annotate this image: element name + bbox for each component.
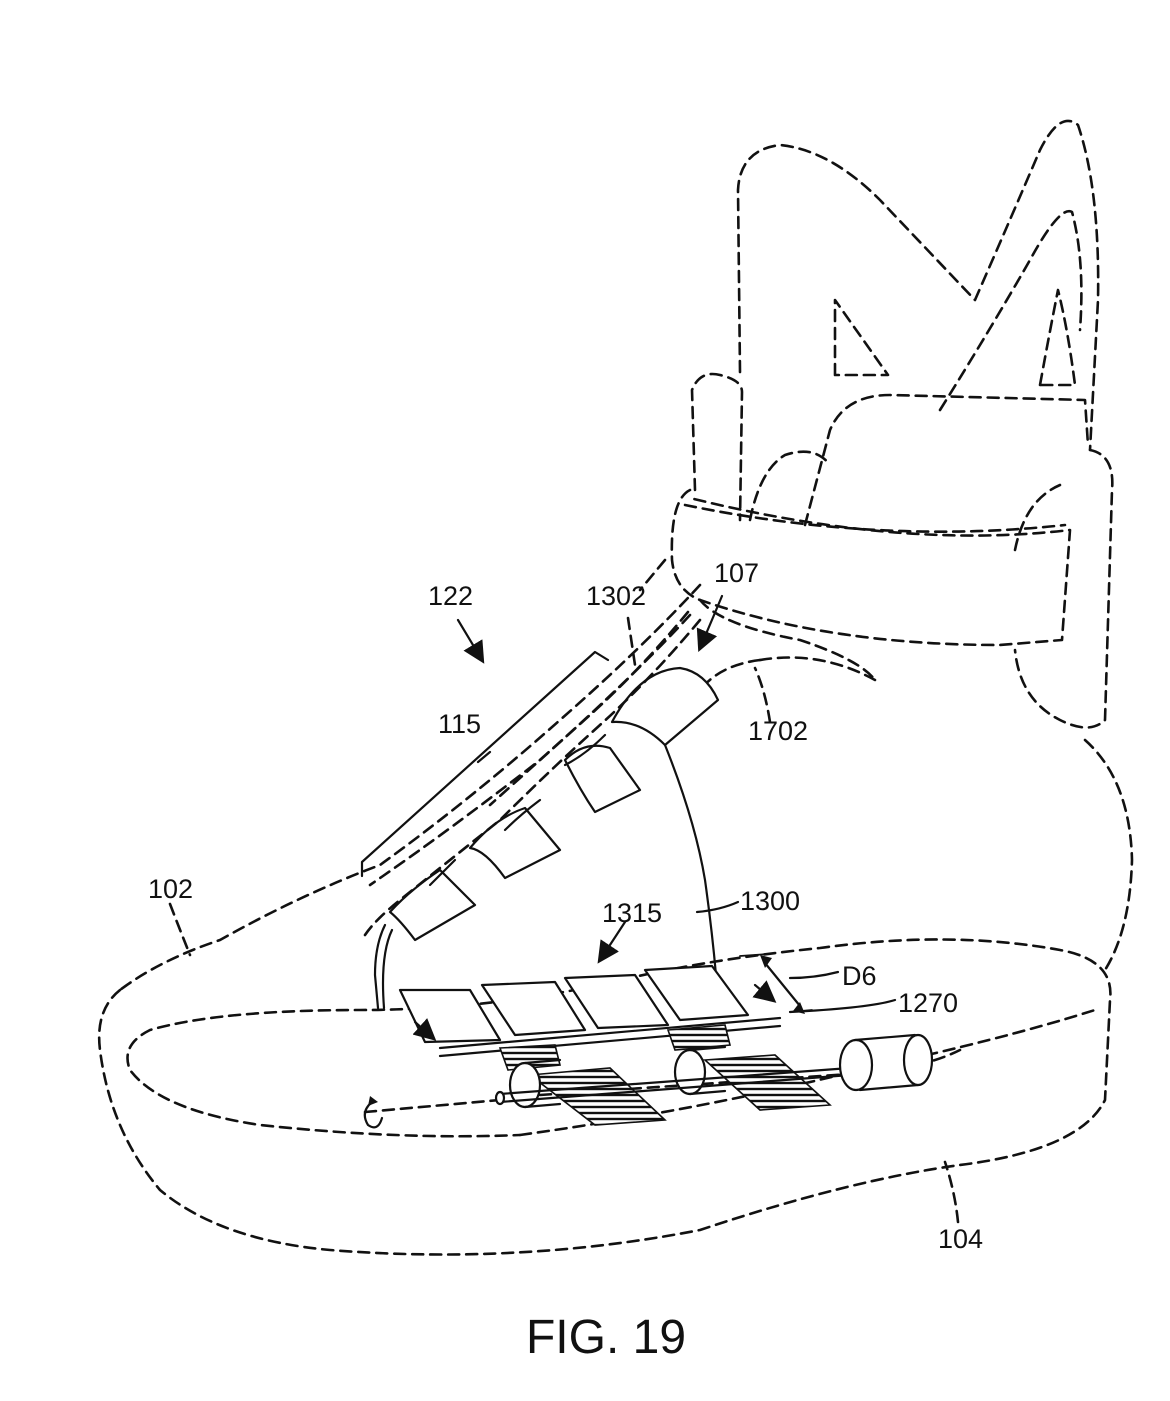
- label-1702: 1702: [748, 716, 808, 746]
- label-1302: 1302: [586, 581, 646, 611]
- tightening-mechanism: [363, 953, 962, 1129]
- sole-outline: [97, 938, 1112, 1256]
- reference-labels: 122 1302 107 115 1702 102 1315 1300 D6 1…: [148, 558, 983, 1254]
- figure-caption: FIG. 19: [526, 1311, 686, 1364]
- label-D6: D6: [842, 961, 877, 991]
- lace-guides: [363, 610, 720, 1010]
- shoe-upper-outline: [118, 119, 1134, 992]
- label-1270: 1270: [898, 988, 958, 1018]
- label-107: 107: [714, 558, 759, 588]
- label-115: 115: [438, 709, 481, 739]
- label-102: 102: [148, 874, 193, 904]
- label-1300: 1300: [740, 886, 800, 916]
- label-1315: 1315: [602, 898, 662, 928]
- label-104: 104: [938, 1224, 983, 1254]
- label-122: 122: [428, 581, 473, 611]
- leader-lines: [168, 594, 960, 1224]
